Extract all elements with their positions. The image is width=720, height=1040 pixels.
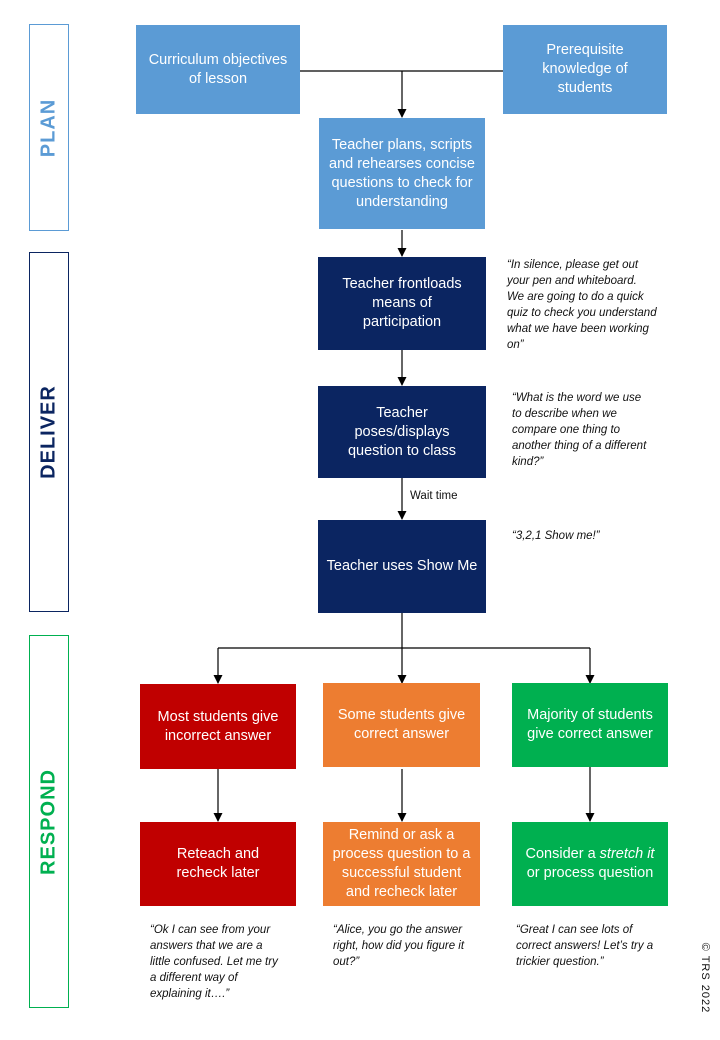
consider-emphasis: stretch it: [599, 846, 655, 862]
majority-correct-text: Majority of students give correct answer: [527, 707, 653, 742]
consider-suffix: or process question: [526, 865, 654, 881]
remind-text: Remind or ask a process question to a su…: [332, 827, 471, 900]
plan-stage-box: PLAN: [29, 24, 69, 231]
prerequisite-knowledge-node: Prerequisite knowledge of students: [503, 25, 667, 114]
arrowhead-most-incorrect: [213, 675, 223, 684]
curriculum-objectives-text: Curriculum objectives of lesson: [148, 51, 288, 87]
arrowhead-teacher-plans: [397, 109, 407, 118]
most-incorrect-text: Most students give incorrect answer: [157, 708, 279, 744]
consider-quote: “Great I can see lots of correct answers…: [516, 924, 654, 968]
arrowhead-consider: [585, 813, 595, 822]
poses-quote: “What is the word we use to describe whe…: [512, 392, 647, 468]
arrowhead-remind: [397, 813, 407, 822]
prerequisite-knowledge-text: Prerequisite knowledge of students: [542, 42, 628, 96]
respond-stage-box: RESPOND: [29, 635, 69, 1008]
frontloads-quote: “In silence, please get out your pen and…: [507, 259, 657, 351]
curriculum-objectives-node: Curriculum objectives of lesson: [136, 25, 300, 114]
arrowhead-poses: [397, 377, 407, 386]
consider-node: Consider a stretch it or process questio…: [512, 822, 668, 906]
reteach-text: Reteach and recheck later: [176, 846, 260, 881]
show-me-quote: “3,2,1 Show me!”: [512, 530, 600, 542]
remind-node: Remind or ask a process question to a su…: [323, 822, 480, 906]
show-me-text: Teacher uses Show Me: [326, 558, 478, 574]
teacher-plans-node: Teacher plans, scripts and rehearses con…: [319, 118, 485, 229]
remind-quote: “Alice, you go the answer right, how did…: [333, 924, 465, 968]
majority-correct-node: Majority of students give correct answer: [512, 683, 668, 767]
copyright-label: © TRS 2022: [699, 942, 711, 1014]
reteach-node: Reteach and recheck later: [140, 822, 296, 906]
arrowhead-some-correct: [397, 675, 407, 684]
some-correct-node: Some students give correct answer: [323, 683, 480, 767]
consider-prefix: Consider a: [525, 846, 600, 862]
poses-question-text: Teacher poses/displays question to class: [347, 404, 456, 459]
poses-question-node: Teacher poses/displays question to class: [318, 386, 486, 478]
arrowhead-frontloads: [397, 248, 407, 257]
show-me-node: Teacher uses Show Me: [318, 520, 486, 613]
wait-time-label: Wait time: [410, 490, 458, 502]
most-incorrect-node: Most students give incorrect answer: [140, 684, 296, 769]
teacher-plans-text: Teacher plans, scripts and rehearses con…: [329, 136, 475, 210]
frontloads-text: Teacher frontloads means of participatio…: [342, 276, 462, 330]
consider-text: Consider a stretch it or process questio…: [520, 845, 660, 883]
reteach-quote: “Ok I can see from your answers that we …: [150, 924, 278, 1000]
deliver-stage-box: DELIVER: [29, 252, 69, 612]
frontloads-node: Teacher frontloads means of participatio…: [318, 257, 486, 350]
arrowhead-show-me: [397, 511, 407, 520]
some-correct-text: Some students give correct answer: [337, 707, 466, 742]
arrowhead-reteach: [213, 813, 223, 822]
arrowhead-majority-correct: [585, 675, 595, 684]
